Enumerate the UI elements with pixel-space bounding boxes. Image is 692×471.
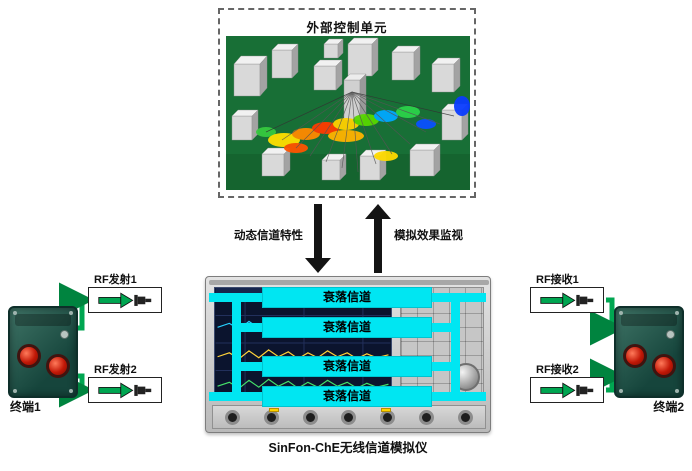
screw-icon: [675, 389, 679, 393]
rf-port-label-tx2: RF发射2: [94, 364, 137, 376]
rf-port-box-tx2: [88, 377, 162, 403]
monitor-label: 模拟效果监视: [394, 230, 463, 242]
signal-stub-right-4: [432, 392, 460, 401]
signal-stub-left-2: [232, 323, 262, 332]
fading-channel-block: 衰落信道: [262, 317, 432, 338]
rf-connector-icon: [457, 409, 473, 425]
warning-sticker: [269, 408, 279, 412]
screw-icon: [13, 389, 17, 393]
rf-arrow-plug-icon: [98, 292, 152, 309]
screw-icon: [619, 389, 623, 393]
down-arrow-shaft: [314, 204, 322, 259]
down-arrow-head: [305, 258, 331, 273]
rf-port-box-rx1: [530, 287, 604, 313]
control-unit-box: 外部控制单元: [218, 8, 476, 198]
up-arrow-shaft: [374, 218, 382, 273]
terminal-panel-band: [15, 314, 71, 326]
rf-connector-icon: [224, 409, 240, 425]
signal-stub-left-4: [232, 392, 262, 401]
control-unit-title: 外部控制单元: [306, 21, 388, 35]
screw-icon: [619, 311, 623, 315]
signal-stub-left-1: [232, 293, 262, 302]
screw-icon: [675, 311, 679, 315]
rf-connector-icon: [302, 409, 318, 425]
signal-exit-rx1: [451, 293, 486, 302]
fading-channel-block: 衰落信道: [262, 287, 432, 308]
fading-channel-label: 衰落信道: [322, 320, 371, 334]
signal-stub-left-3: [232, 362, 262, 371]
rf-port-label-rx2: RF接收2: [536, 364, 579, 376]
fading-channel-label: 衰落信道: [322, 359, 371, 373]
screw-icon: [13, 311, 17, 315]
front-connector-panel: [212, 405, 486, 429]
terminal-2-label: 终端2: [653, 400, 684, 414]
rf-arrow-plug-icon: [540, 292, 594, 309]
signal-exit-rx2: [451, 392, 486, 401]
instrument-top-trim: [209, 280, 489, 285]
terminal-port-icon: [17, 344, 41, 368]
screw-icon: [69, 389, 73, 393]
terminal-knob-icon: [60, 330, 69, 339]
dynamic-channel-label: 动态信道特性: [234, 230, 303, 242]
terminal-knob-icon: [666, 330, 675, 339]
emulator-name-label: SinFon-ChE无线信道模拟仪: [268, 441, 428, 455]
rf-connector-icon: [419, 409, 435, 425]
terminal-device-2: [614, 306, 684, 398]
rf-port-label-rx1: RF接收1: [536, 274, 579, 286]
terminal-port-icon: [46, 354, 70, 378]
terminal-panel-band: [621, 314, 677, 326]
signal-stub-right-2: [432, 323, 460, 332]
city-buildings: [231, 37, 469, 181]
rf-port-label-tx1: RF发射1: [94, 274, 137, 286]
signal-bus-right: [451, 293, 460, 401]
screw-icon: [69, 311, 73, 315]
rf-arrow-plug-icon: [540, 382, 594, 399]
fading-channel-label: 衰落信道: [322, 389, 371, 403]
city-render: [226, 36, 470, 190]
rf-port-box-tx1: [88, 287, 162, 313]
signal-stub-right-3: [432, 362, 460, 371]
rf-port-box-rx2: [530, 377, 604, 403]
signal-stub-right-1: [432, 293, 460, 302]
fading-channel-block: 衰落信道: [262, 356, 432, 377]
fading-channel-label: 衰落信道: [322, 290, 371, 304]
terminal-port-icon: [623, 344, 647, 368]
signal-bus-left: [232, 293, 241, 401]
signal-entry-tx1: [209, 293, 240, 302]
ray-trace-lines: [265, 91, 455, 173]
up-arrow-head: [365, 204, 391, 219]
warning-sticker: [381, 408, 391, 412]
fading-channel-block: 衰落信道: [262, 386, 432, 407]
signal-entry-tx2: [209, 392, 240, 401]
terminal-1-label: 终端1: [10, 400, 41, 414]
rf-arrow-plug-icon: [98, 382, 152, 399]
terminal-device-1: [8, 306, 78, 398]
terminal-port-icon: [652, 354, 676, 378]
rf-connector-icon: [341, 409, 357, 425]
